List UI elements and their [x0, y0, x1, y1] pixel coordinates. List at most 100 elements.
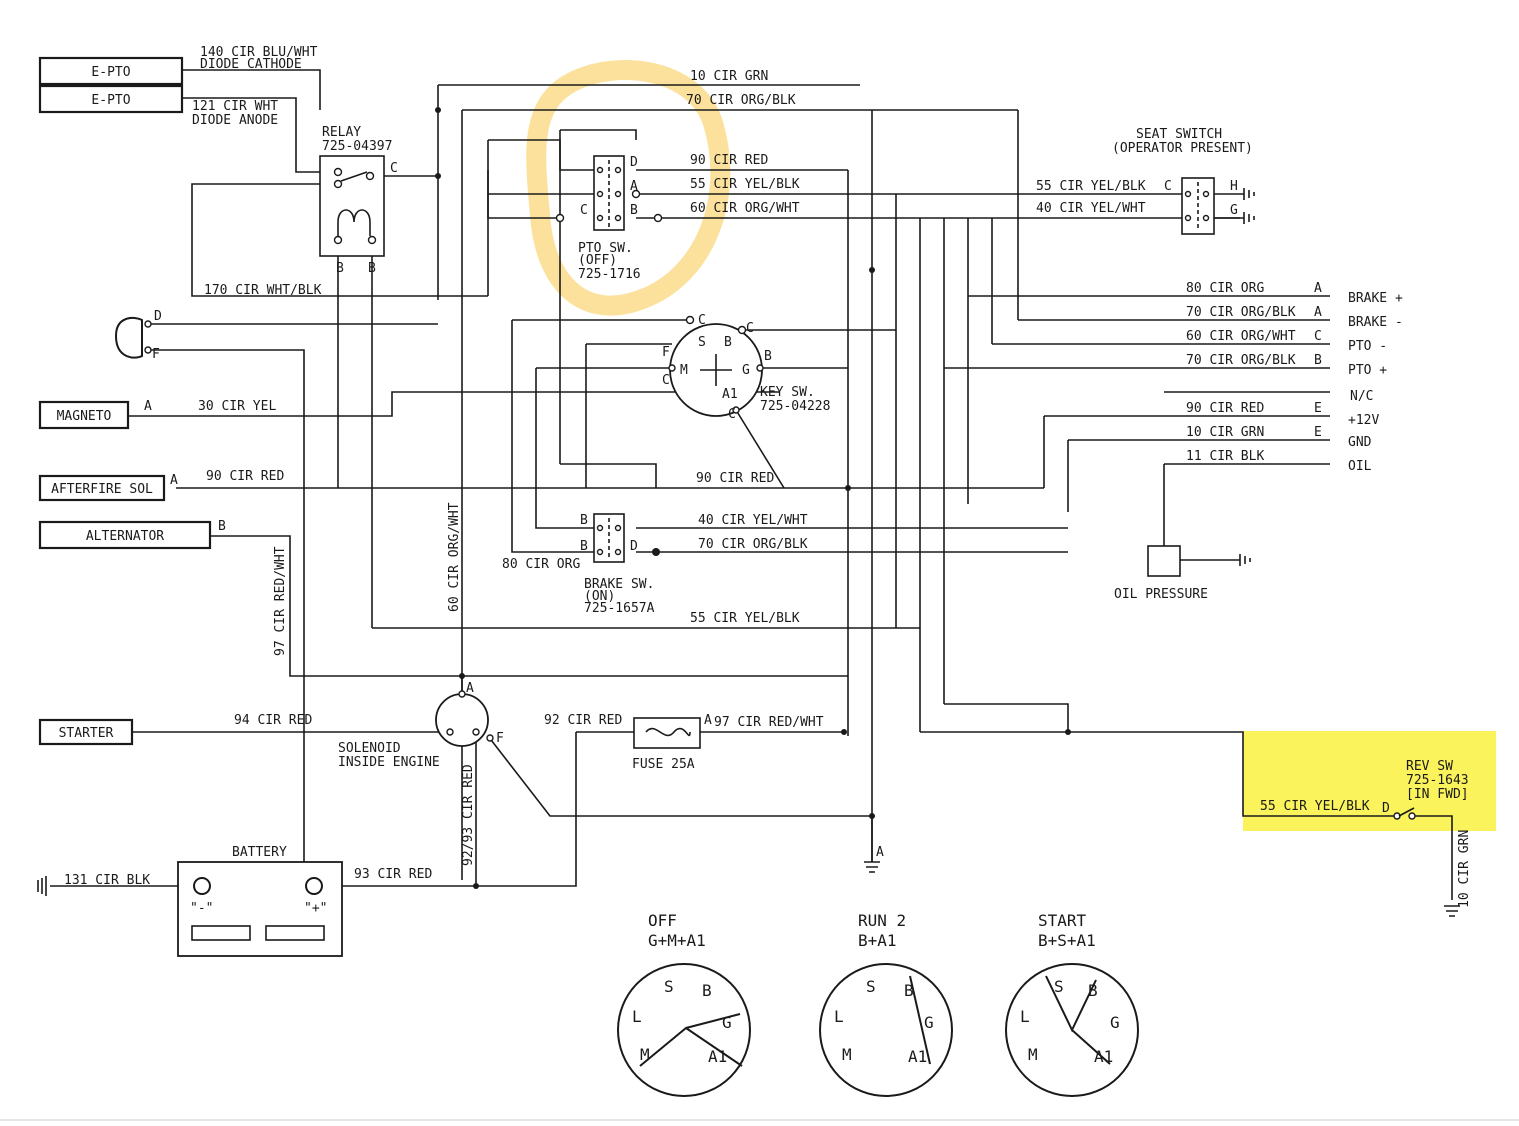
battery-label: BATTERY	[232, 845, 287, 860]
connector-wire-7: 11 CIR BLK	[1186, 449, 1264, 464]
relay-label: RELAY	[322, 125, 361, 140]
junctions	[435, 107, 1071, 889]
connector-wire-5: 90 CIR RED	[1186, 401, 1264, 416]
e-pto-label-2: E-PTO	[91, 93, 130, 108]
wire-label-93: 93 CIR RED	[354, 867, 432, 882]
svg-text:C: C	[728, 407, 736, 422]
svg-text:F: F	[662, 345, 670, 360]
svg-text:B: B	[368, 261, 376, 276]
e-pto-label-1: E-PTO	[91, 65, 130, 80]
rev-switch-label: REV SW	[1406, 759, 1453, 774]
buzzer-icon	[114, 317, 143, 359]
key-position-start-combo: B+S+A1	[1038, 931, 1096, 950]
svg-text:L: L	[632, 1007, 642, 1026]
key-switch-label: KEY SW.	[760, 385, 815, 400]
svg-text:H: H	[1230, 179, 1238, 194]
battery-neg: "-"	[190, 901, 213, 916]
wire-label-40-seat: 40 CIR YEL/WHT	[1036, 201, 1146, 216]
svg-text:D: D	[630, 539, 638, 554]
afterfire-box	[38, 474, 166, 502]
svg-text:S: S	[698, 335, 706, 350]
rev-switch-highlight	[1243, 731, 1496, 831]
pto-switch-highlight	[526, 60, 731, 316]
e-pto-box-2	[38, 84, 184, 114]
svg-text:G: G	[722, 1013, 732, 1032]
seat-switch-label: SEAT SWITCH	[1136, 127, 1222, 142]
wire-label-140: 140 CIR BLU/WHT	[200, 45, 318, 60]
wire-label-55-rev: 55 CIR YEL/BLK	[1260, 799, 1370, 814]
wire-label-diode-anode: DIODE ANODE	[192, 113, 278, 128]
wire-label-90-after: 90 CIR RED	[206, 469, 284, 484]
svg-text:A: A	[170, 473, 178, 488]
fuse-label: FUSE 25A	[632, 757, 695, 772]
wire-label-90-pto: 90 CIR RED	[690, 153, 768, 168]
wire-label-60-vert: 60 CIR ORG/WHT	[447, 502, 462, 612]
connector-label-4: N/C	[1350, 389, 1373, 404]
svg-text:C: C	[662, 373, 670, 388]
magneto-label: MAGNETO	[57, 409, 112, 424]
seat-switch-note: (OPERATOR PRESENT)	[1112, 141, 1253, 156]
wire-label-131: 131 CIR BLK	[64, 873, 150, 888]
svg-text:B: B	[1088, 981, 1098, 1000]
wire-label-55-pto: 55 CIR YEL/BLK	[690, 177, 800, 192]
brake-switch-state: (ON)	[584, 589, 615, 604]
wire-label-97-fuse: 97 CIR RED/WHT	[714, 715, 824, 730]
connector-label-0: BRAKE +	[1348, 291, 1403, 306]
oil-pressure-label: OIL PRESSURE	[1114, 587, 1208, 602]
svg-text:G: G	[924, 1013, 934, 1032]
svg-text:D: D	[1382, 801, 1390, 816]
connector-wire-3: 70 CIR ORG/BLK	[1186, 353, 1296, 368]
connector-label-1: BRAKE -	[1348, 315, 1403, 330]
svg-text:G: G	[1230, 203, 1238, 218]
key-position-start-name: START	[1038, 911, 1087, 930]
wire-label-80-brake: 80 CIR ORG	[502, 557, 580, 572]
connector-pin-6: E	[1314, 425, 1322, 440]
wire-label-55-mid: 55 CIR YEL/BLK	[690, 611, 800, 626]
svg-text:M: M	[1028, 1045, 1038, 1064]
wire-label-70-top: 70 CIR ORG/BLK	[686, 93, 796, 108]
svg-text:G: G	[1110, 1013, 1120, 1032]
wire-label-10-top: 10 CIR GRN	[690, 69, 768, 84]
svg-text:S: S	[664, 977, 674, 996]
pto-switch-label: PTO SW.	[578, 241, 633, 256]
wire-label-diode-cathode: DIODE CATHODE	[200, 57, 302, 72]
svg-text:M: M	[842, 1045, 852, 1064]
pto-switch-part: 725-1716	[578, 267, 641, 282]
wire-label-30: 30 CIR YEL	[198, 399, 276, 414]
oil-pressure-box	[1147, 545, 1181, 577]
svg-text:A1: A1	[908, 1047, 927, 1066]
solenoid-label: SOLENOID	[338, 741, 401, 756]
pto-switch-state: (OFF)	[578, 253, 617, 268]
rev-switch-state: [IN FWD]	[1406, 787, 1469, 802]
wire-label-92: 92 CIR RED	[544, 713, 622, 728]
wire-label-170: 170 CIR WHT/BLK	[204, 283, 322, 298]
starter-box	[38, 718, 134, 746]
key-position-off-name: OFF	[648, 911, 677, 930]
connector-wire-6: 10 CIR GRN	[1186, 425, 1264, 440]
solenoid-body	[435, 693, 489, 747]
svg-text:L: L	[834, 1007, 844, 1026]
connector-label-6: GND	[1348, 435, 1372, 450]
key-switch-part: 725-04228	[760, 399, 830, 414]
svg-text:B: B	[336, 261, 344, 276]
rev-switch-part: 725-1643	[1406, 773, 1469, 788]
svg-text:C: C	[698, 313, 706, 328]
svg-text:F: F	[152, 347, 160, 362]
svg-text:B: B	[218, 519, 226, 534]
svg-text:L: L	[1020, 1007, 1030, 1026]
svg-text:B: B	[764, 349, 772, 364]
connector-pin-1: A	[1314, 305, 1322, 320]
connector-list: 80 CIR ORG A BRAKE + 70 CIR ORG/BLK A BR…	[1186, 281, 1403, 474]
svg-text:B: B	[904, 981, 914, 1000]
svg-text:C: C	[1164, 179, 1172, 194]
svg-text:A: A	[144, 399, 152, 414]
svg-text:C: C	[746, 321, 754, 336]
wire-label-40-brake: 40 CIR YEL/WHT	[698, 513, 808, 528]
svg-text:B: B	[580, 539, 588, 554]
connector-wire-1: 70 CIR ORG/BLK	[1186, 305, 1296, 320]
wire-label-55-seat: 55 CIR YEL/BLK	[1036, 179, 1146, 194]
wire-label-60-pto: 60 CIR ORG/WHT	[690, 201, 800, 216]
